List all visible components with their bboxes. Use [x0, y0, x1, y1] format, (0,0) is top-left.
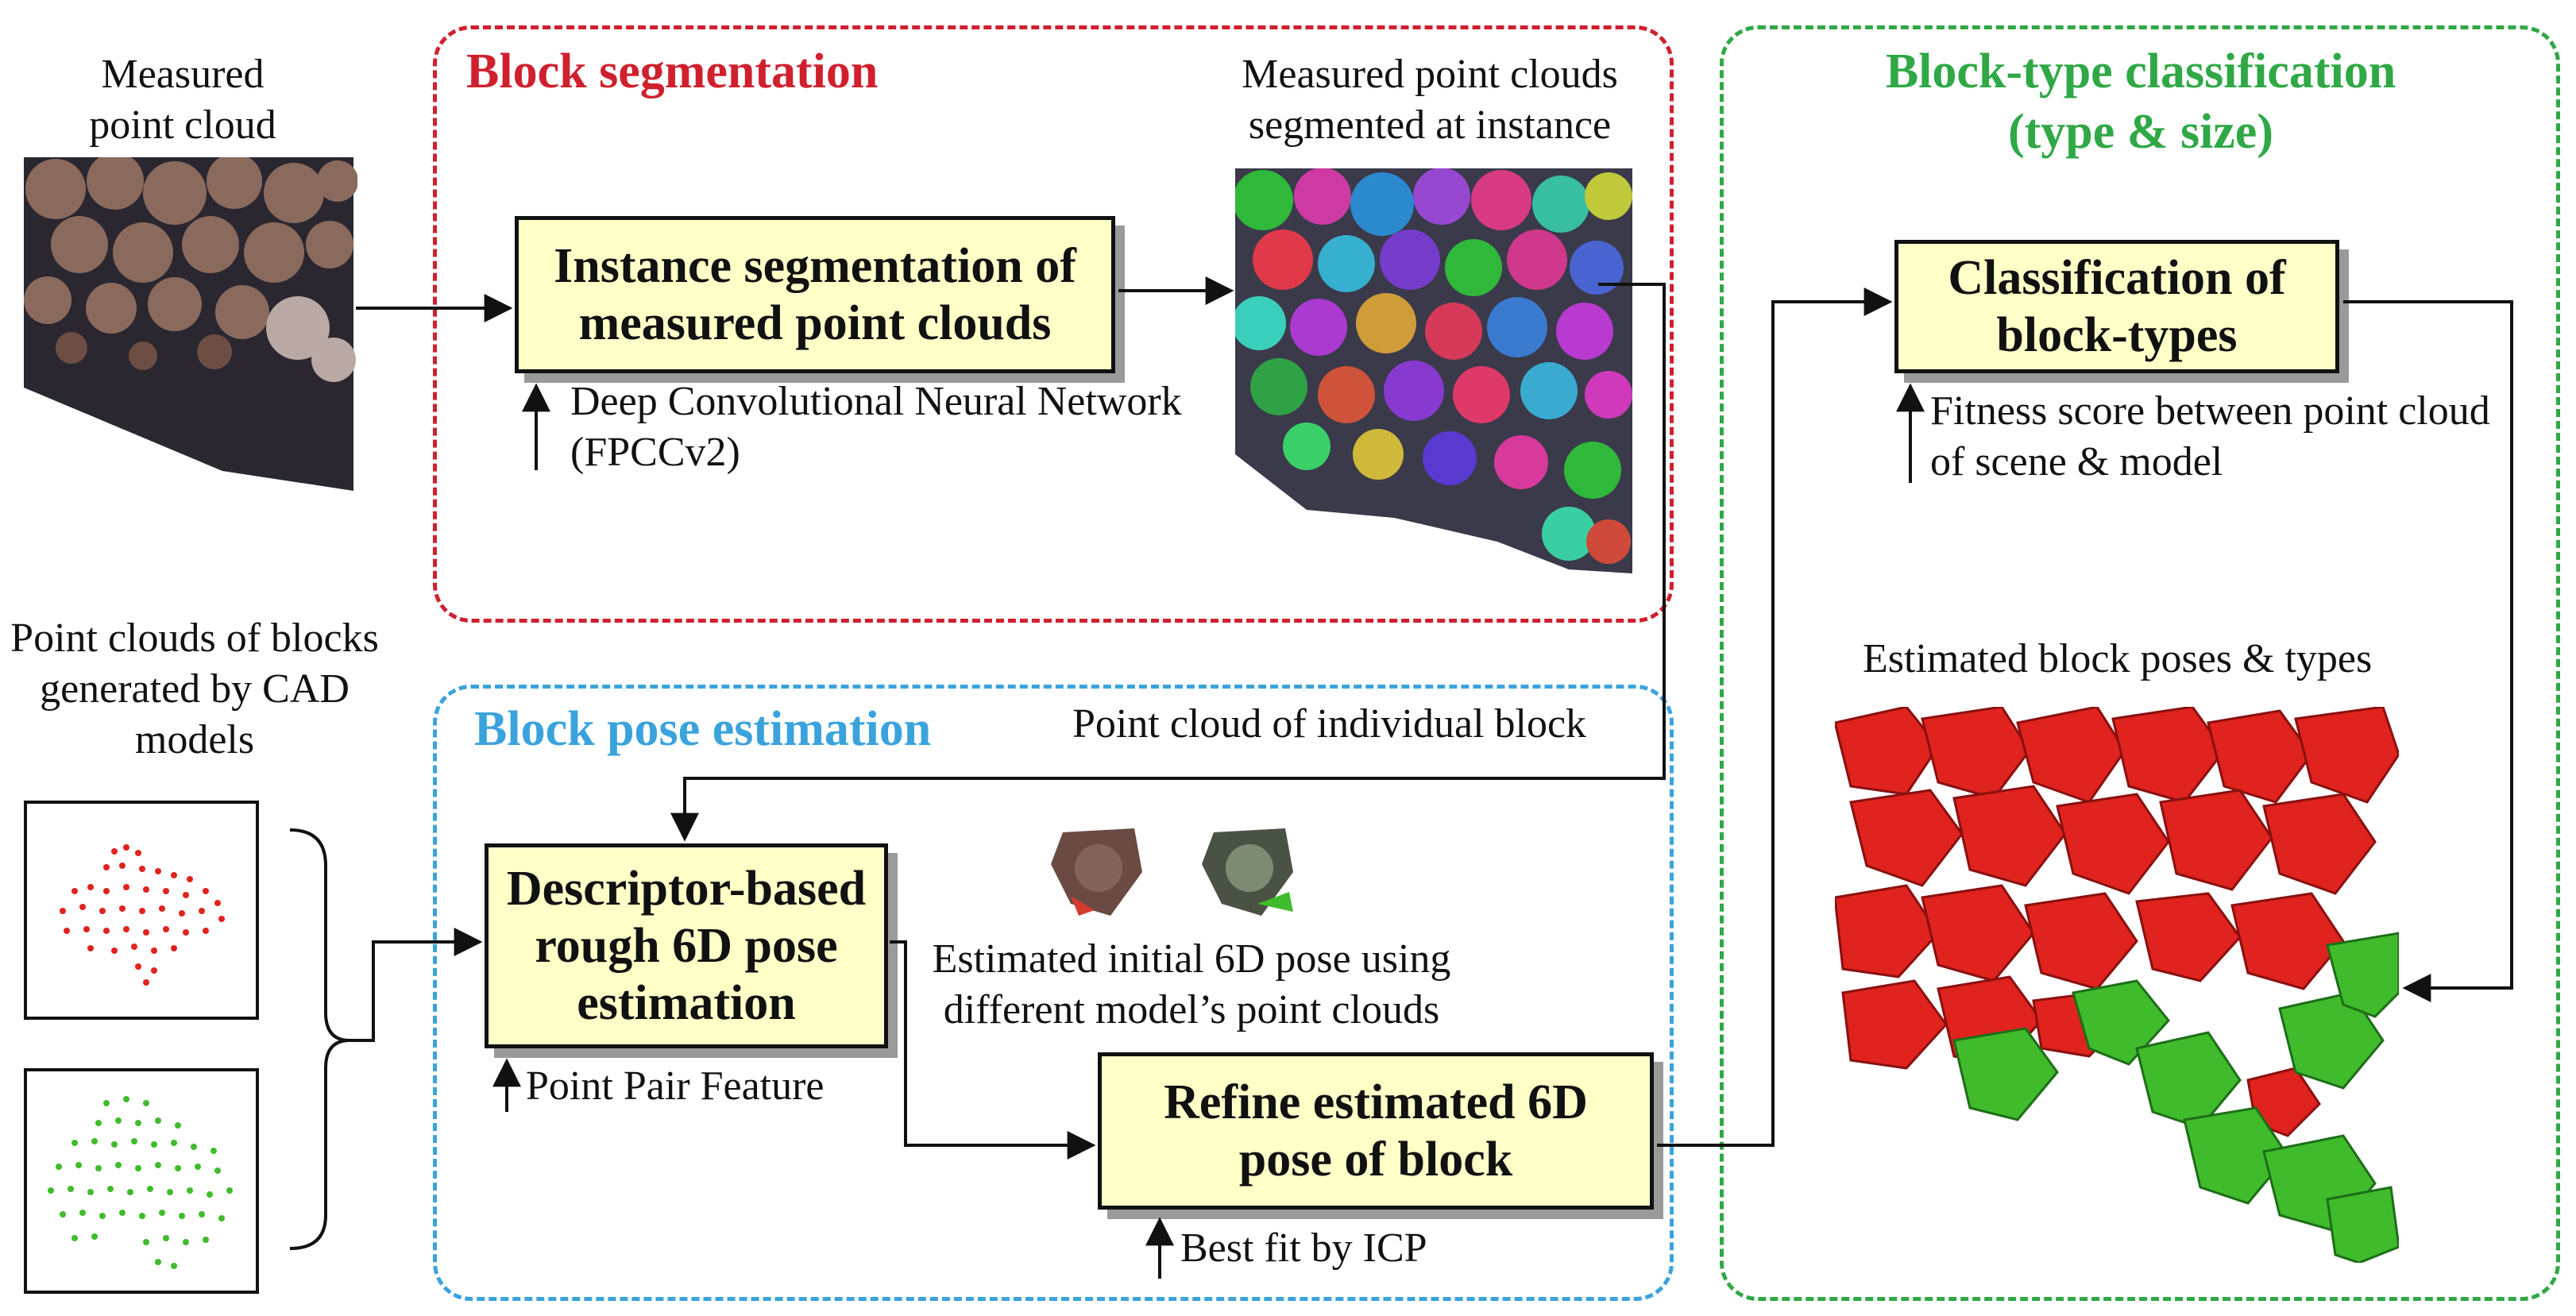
measured-point-cloud-label: Measured point cloud — [89, 52, 276, 148]
initial-pose-green-model-image — [1202, 828, 1293, 916]
classification-box: Classification of block-types — [1894, 240, 2339, 373]
refine-pose-box: Refine estimated 6D pose of block — [1098, 1052, 1654, 1210]
cad-red-block-thumbnail — [24, 801, 259, 1020]
initial-pose-red-model-image — [1051, 828, 1142, 916]
segmented-point-cloud-image — [1235, 168, 1632, 573]
refine-method-label: Best fit by ICP — [1180, 1225, 1427, 1271]
estimated-poses-label: Estimated block poses & types — [1863, 636, 2373, 681]
measured-point-cloud-image — [24, 157, 357, 491]
instance-segmentation-box: Instance segmentation of measured point … — [515, 216, 1115, 373]
segmentation-title: Block segmentation — [466, 44, 879, 98]
classification-title: Block-type classification (type & size) — [1885, 44, 2396, 159]
individual-block-label: Point cloud of individual block — [1072, 701, 1587, 747]
estimated-block-poses-image — [1835, 707, 2399, 1263]
classification-method-label: Fitness score between point cloud of sce… — [1930, 388, 2490, 484]
segmentation-method-label: Deep Convolutional Neural Network (FPCCv… — [570, 379, 1182, 475]
cad-green-block-thumbnail — [24, 1068, 259, 1294]
initial-pose-label: Estimated initial 6D pose using differen… — [932, 936, 1451, 1032]
segmented-output-label: Measured point clouds segmented at insta… — [1242, 52, 1618, 148]
pose-method-label: Point Pair Feature — [526, 1063, 825, 1109]
cad-point-clouds-label: Point clouds of blocks generated by CAD … — [10, 616, 379, 762]
descriptor-based-pose-box: Descriptor-based rough 6D pose estimatio… — [485, 843, 888, 1048]
pose-estimation-title: Block pose estimation — [474, 702, 932, 756]
